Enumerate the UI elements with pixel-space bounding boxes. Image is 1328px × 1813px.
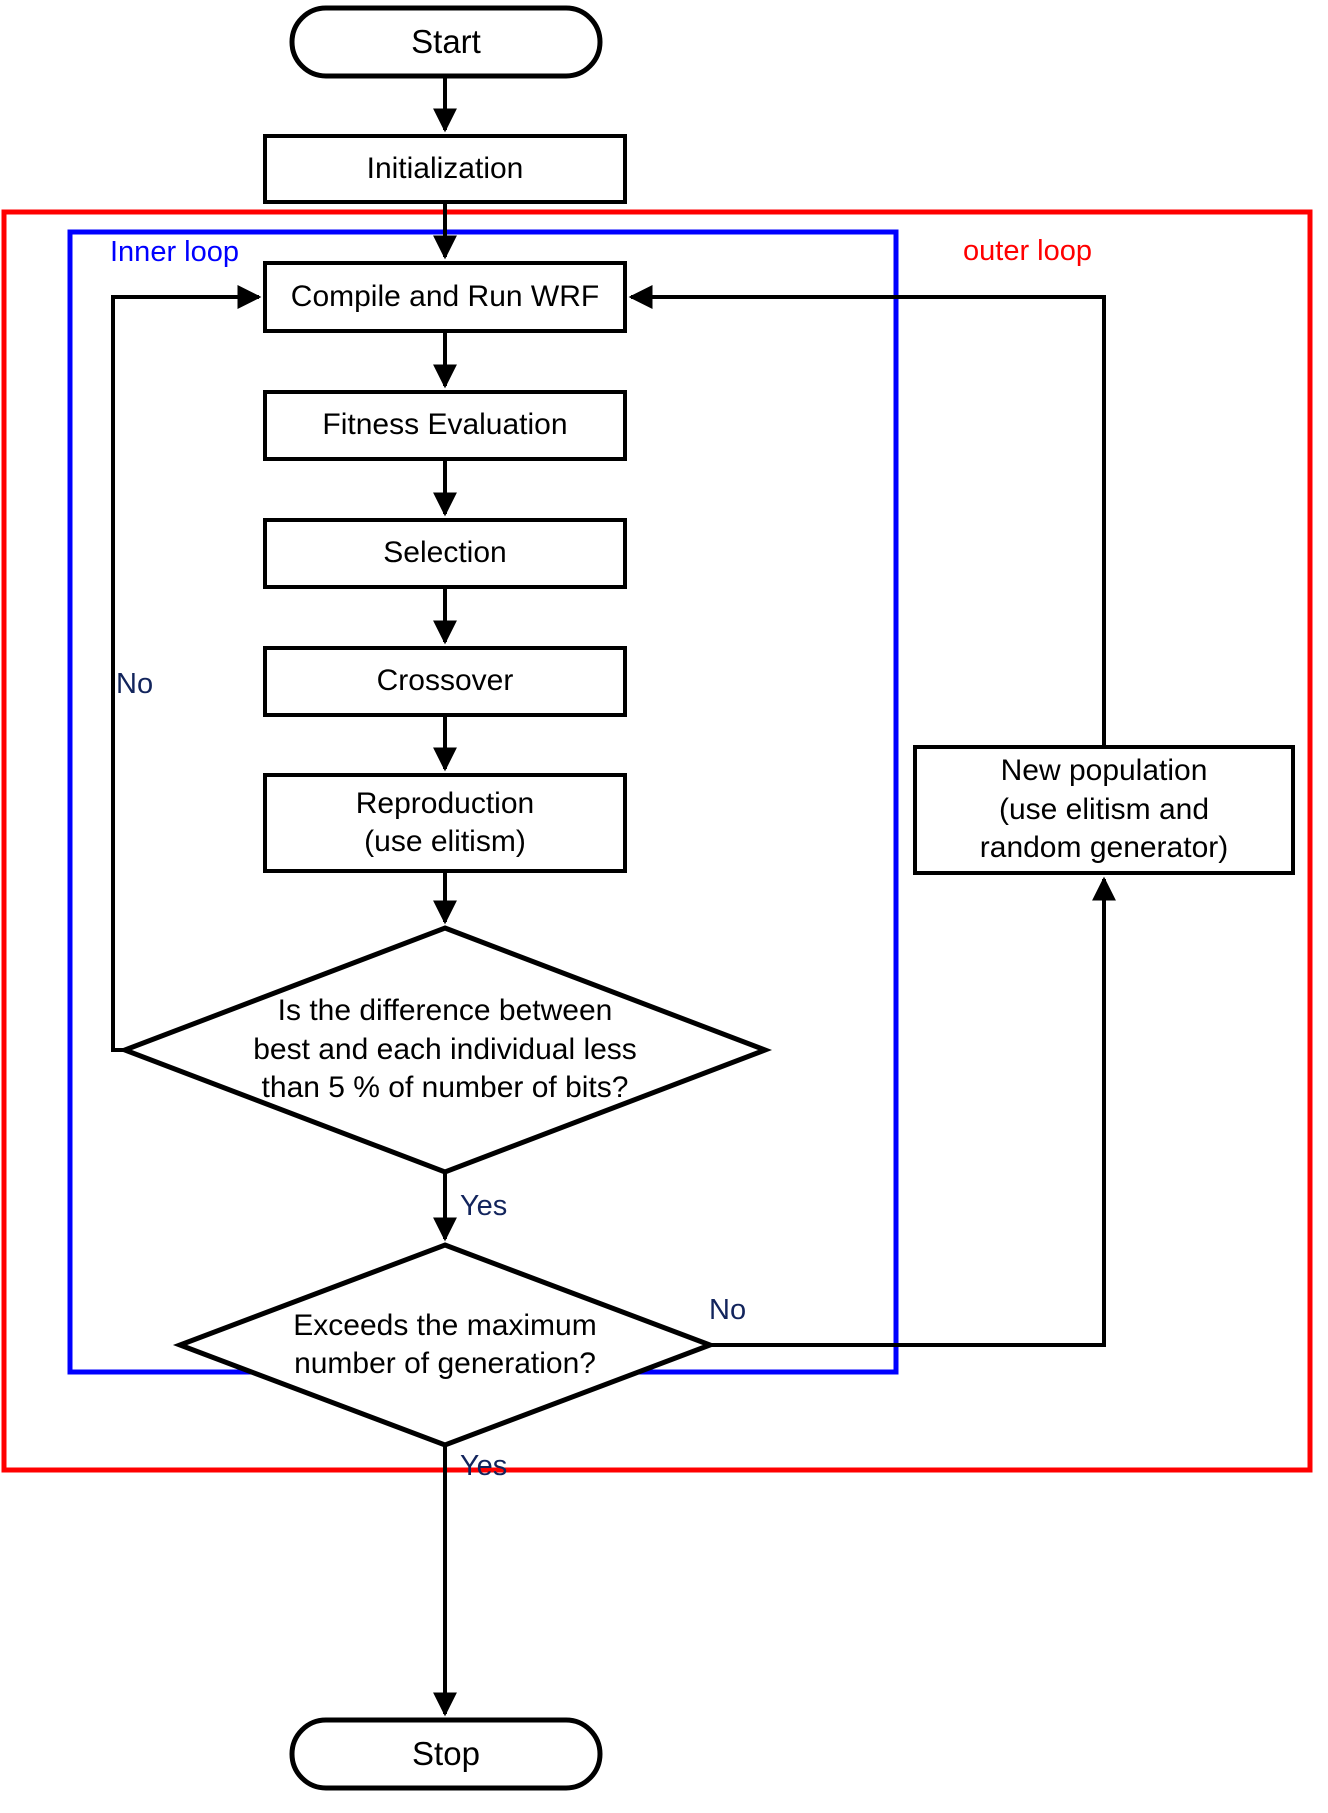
edge-inner-loop-feedback (111, 285, 262, 1052)
edge-outer-loop-no (710, 876, 1116, 1347)
edge-label-terminate-yes: Yes (460, 1450, 508, 1482)
node-start-shape (289, 5, 603, 79)
edge-label-inner-loop-yes: Yes (460, 1190, 508, 1222)
node-initialization-shape (263, 134, 627, 204)
node-crossover-shape (263, 646, 627, 717)
edge-new-population-to-compile (628, 285, 1106, 747)
node-new-population-shape (913, 745, 1295, 875)
edge-label-inner-loop-no: No (116, 668, 154, 700)
node-reproduction-shape (263, 773, 627, 873)
group-label-outer-loop: outer loop (963, 235, 1092, 267)
outer-loop-frame (1, 209, 1313, 1473)
node-fitness-evaluation-shape (263, 390, 627, 461)
group-label-inner-loop: Inner loop (110, 236, 239, 268)
node-difference-check-shape (117, 925, 773, 1175)
node-compile-run-wrf-shape (263, 261, 627, 333)
edge-label-outer-loop-no: No (709, 1294, 747, 1326)
node-selection-shape (263, 518, 627, 589)
node-max-generation-check-shape (172, 1242, 718, 1448)
node-stop-shape (289, 1717, 603, 1791)
